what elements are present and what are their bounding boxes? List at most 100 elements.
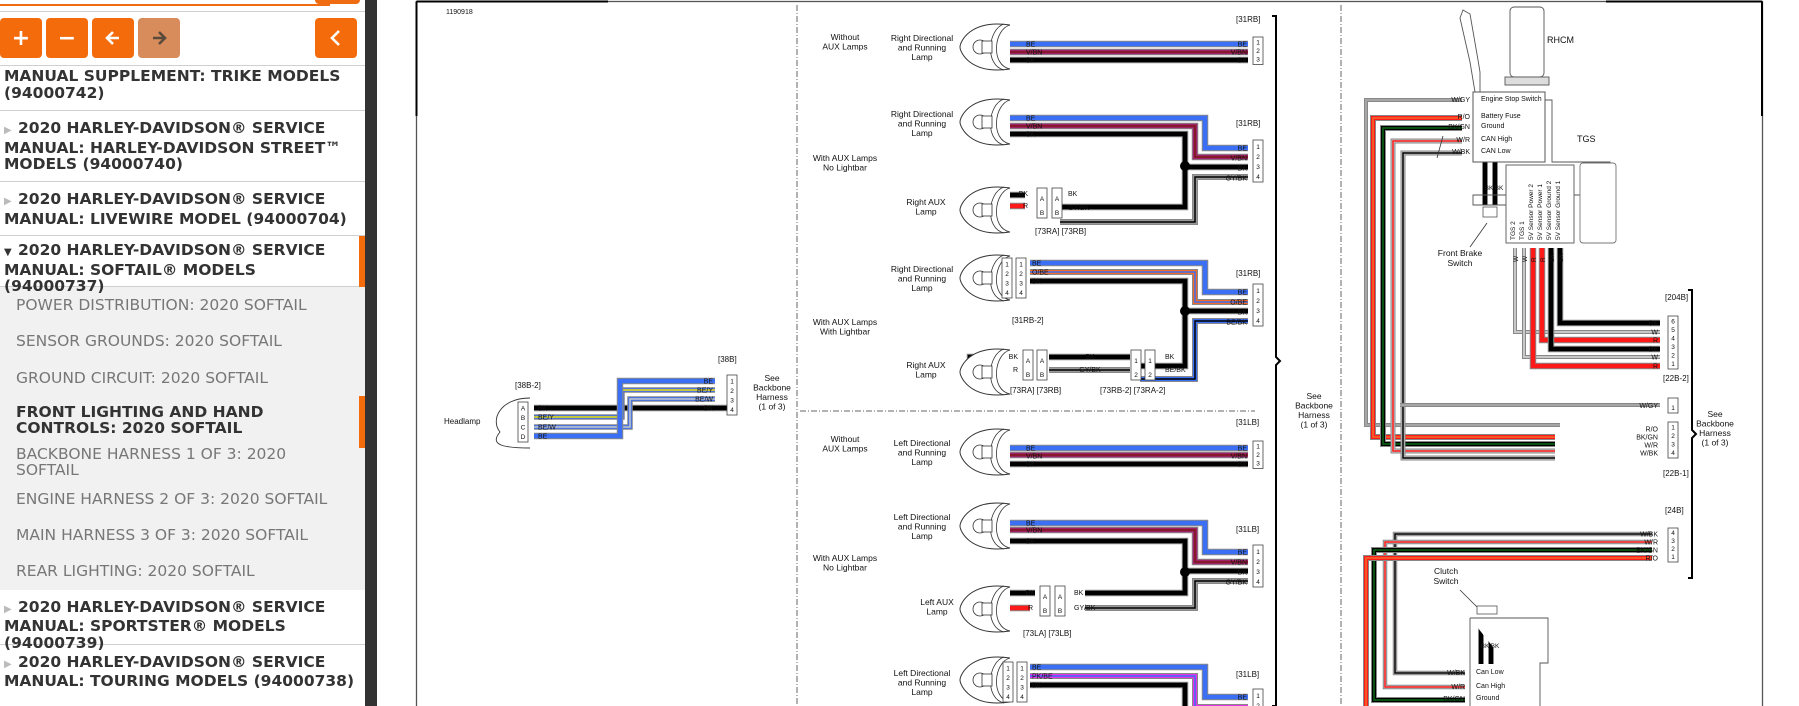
wire-color-label: BE/BK <box>1226 320 1247 327</box>
wire-color-label: BE <box>1238 42 1248 49</box>
lamp-label: and Running <box>898 448 946 458</box>
clutch-switch-label: Clutch <box>1434 566 1458 576</box>
tree-child-front-lighting[interactable]: FRONT LIGHTING AND HAND CONTROLS: 2020 S… <box>0 396 365 449</box>
pin-label: 2 <box>1256 48 1260 55</box>
forward-button[interactable] <box>138 18 180 58</box>
panel-splitter[interactable] <box>365 0 377 706</box>
leader-line <box>1469 222 1488 248</box>
lamp-label: Lamp <box>911 52 933 62</box>
tree-child-rear-lighting[interactable]: REAR LIGHTING: 2020 SOFTAIL <box>0 553 365 589</box>
tree-item-livewire[interactable]: ▶2020 HARLEY-DAVIDSON® SERVICE MANUAL: L… <box>0 182 365 236</box>
wire-color-label: BK <box>1032 683 1042 690</box>
grip-collar <box>1504 76 1550 86</box>
rhcm-function-label: Ground <box>1481 123 1504 130</box>
lamp-label: Lamp <box>911 283 933 293</box>
pin-label: 1 <box>1256 40 1260 47</box>
tree-child-ground-circuit[interactable]: GROUND CIRCUIT: 2020 SOFTAIL <box>0 360 365 396</box>
tree-item-softail[interactable]: ▼2020 HARLEY-DAVIDSON® SERVICE MANUAL: S… <box>0 236 365 294</box>
tree-child-main-harness[interactable]: MAIN HARNESS 3 OF 3: 2020 SOFTAIL <box>0 517 365 553</box>
caret-right-icon[interactable]: ▶ <box>4 658 12 670</box>
harness-connector-38b <box>726 374 738 416</box>
pin-label: 4 <box>1005 290 1009 297</box>
wire-color-label: W <box>1651 330 1658 337</box>
wire-color-label: R/O <box>1458 114 1471 121</box>
chevron-left-icon <box>330 30 340 46</box>
see-backbone-note: (1 of 3) <box>1702 438 1729 448</box>
pin-label: A <box>1040 358 1045 365</box>
bulb-socket <box>981 673 993 687</box>
tree-child-engine-harness[interactable]: ENGINE HARNESS 2 OF 3: 2020 SOFTAIL <box>0 481 365 517</box>
lhcm-function-label: Ground <box>1476 695 1499 702</box>
wire-color-label: BK <box>1238 570 1248 577</box>
toc-tree: MANUAL SUPPLEMENT: TRIKE MODELS (9400074… <box>0 66 365 700</box>
connector-73rb <box>1051 187 1063 219</box>
tree-item-sportster[interactable]: ▶2020 HARLEY-DAVIDSON® SERVICE MANUAL: S… <box>0 590 365 651</box>
pin-label: 1 <box>1671 554 1675 561</box>
pin-label: 2 <box>1256 154 1260 161</box>
aux-lamp-label: Lamp <box>915 207 937 217</box>
tree-child-sensor-grounds[interactable]: SENSOR GROUNDS: 2020 SOFTAIL <box>0 323 365 359</box>
pin-label: 1 <box>1256 693 1260 700</box>
collapse-sidebar-button[interactable] <box>315 18 357 58</box>
wire-color-label: GY/BK <box>1226 176 1248 183</box>
wire-color-label: BE <box>538 434 548 441</box>
tree-child-power-distribution[interactable]: POWER DISTRIBUTION: 2020 SOFTAIL <box>0 287 365 323</box>
lamp-lens <box>996 349 1011 395</box>
connector-31lb-2 <box>1016 661 1028 703</box>
search-input[interactable] <box>0 0 330 6</box>
brake-switch <box>1482 206 1498 218</box>
pin-label: 3 <box>1256 164 1260 171</box>
group-label: With AUX Lamps <box>813 153 877 163</box>
pin-label: 1 <box>1256 549 1260 556</box>
search-button[interactable] <box>315 0 360 4</box>
aux-lamp-label: Lamp <box>915 370 937 380</box>
wire-color-label: BE <box>1032 261 1042 268</box>
label: BE/BK <box>1165 367 1186 374</box>
wire-r-o <box>1365 557 1652 706</box>
group-label: With Lightbar <box>820 327 870 337</box>
caret-right-icon[interactable]: ▶ <box>4 196 12 207</box>
wire-color-label: BK/GN <box>1636 435 1658 442</box>
caret-right-icon[interactable]: ▶ <box>4 603 12 615</box>
connector-id: [22B-1] <box>1663 469 1689 478</box>
caret-right-icon[interactable]: ▶ <box>4 125 12 136</box>
wire-bk <box>1548 248 1660 352</box>
wire-color-label: BK <box>1649 347 1659 354</box>
bulb-socket <box>981 115 993 129</box>
pin-label: 3 <box>1019 281 1023 288</box>
lamp-lens <box>996 429 1011 475</box>
tree-item-touring[interactable]: ▶2020 HARLEY-DAVIDSON® SERVICE MANUAL: T… <box>0 645 365 700</box>
wire-color-label: BK <box>1238 58 1248 65</box>
back-button[interactable] <box>92 18 134 58</box>
pin-label: 3 <box>1671 538 1675 545</box>
tree-item-label: 2020 HARLEY-DAVIDSON® SERVICE MANUAL: SO… <box>4 241 326 295</box>
wire-color-label: BE <box>1026 521 1036 528</box>
wire-color-label: W/BK <box>1452 149 1470 156</box>
tree-item-label: 2020 HARLEY-DAVIDSON® SERVICE MANUAL: LI… <box>4 190 347 228</box>
wire-be <box>534 378 715 439</box>
tree-item-label: MANUAL SUPPLEMENT: TRIKE MODELS (9400074… <box>4 67 341 102</box>
tree-child-backbone-harness[interactable]: BACKBONE HARNESS 1 OF 3: 2020 SOFTAIL <box>0 444 365 480</box>
see-backbone-note: Harness <box>1298 410 1330 420</box>
zoom-out-button[interactable]: − <box>46 18 88 58</box>
wire-color-label: BK <box>1026 58 1036 65</box>
minus-icon: − <box>57 25 77 51</box>
pin-label: 4 <box>1006 694 1010 701</box>
lhcm-function-label: Can Low <box>1476 669 1505 676</box>
rhcm-function-label: Engine Stop Switch <box>1481 96 1542 103</box>
rhcm-switch-block <box>1472 91 1546 163</box>
zoom-in-button[interactable]: + <box>0 18 42 58</box>
pin-label: 1 <box>1134 358 1138 365</box>
tree-item-trike[interactable]: MANUAL SUPPLEMENT: TRIKE MODELS (9400074… <box>0 66 365 111</box>
wire-color-label: BE <box>1032 665 1042 672</box>
headlamp-connector <box>517 401 529 443</box>
pin-label: 6 <box>1671 319 1675 326</box>
lamp-label: Left Directional <box>894 438 951 448</box>
caret-down-icon[interactable]: ▼ <box>4 247 12 258</box>
wire-color-label: BK <box>1649 321 1659 328</box>
label: BK <box>1481 643 1490 650</box>
see-backbone-note: Backbone <box>1696 419 1734 429</box>
tree-item-street[interactable]: ▶2020 HARLEY-DAVIDSON® SERVICE MANUAL: H… <box>0 111 365 182</box>
pin-label: A <box>521 406 526 413</box>
